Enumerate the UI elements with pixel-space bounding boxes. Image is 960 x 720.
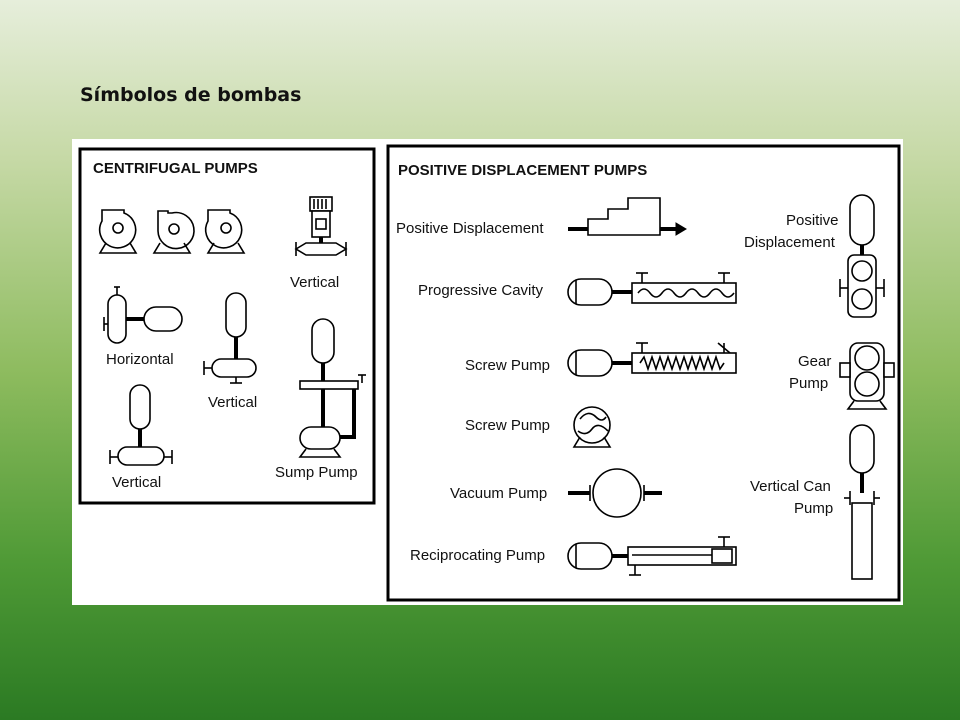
centrifugal-volute-icon-3 bbox=[204, 209, 246, 254]
pd-panel: POSITIVE DISPLACEMENT PUMPS Positive Dis… bbox=[386, 144, 901, 602]
reciprocating-pump-icon bbox=[567, 536, 737, 576]
label-gear-line1: Gear bbox=[798, 353, 831, 370]
label-horizontal: Horizontal bbox=[106, 351, 174, 368]
screw-pump-icon-1 bbox=[567, 342, 737, 377]
label-vcan-line2: Pump bbox=[794, 500, 833, 517]
label-vertical-bottom: Vertical bbox=[112, 474, 161, 491]
pump-symbols-figure: CENTRIFUGAL PUMPS Vertica bbox=[72, 139, 903, 605]
progressive-cavity-icon bbox=[567, 272, 737, 306]
label-positive-displacement: Positive Displacement bbox=[396, 220, 544, 237]
slide-title: Símbolos de bombas bbox=[80, 84, 302, 106]
label-gear-line2: Pump bbox=[789, 375, 828, 392]
label-progressive-cavity: Progressive Cavity bbox=[418, 282, 544, 299]
screw-pump-icon-2 bbox=[572, 406, 612, 448]
label-vacuum-pump: Vacuum Pump bbox=[450, 485, 547, 502]
centrifugal-volute-icon-2 bbox=[152, 210, 195, 254]
label-screw-pump-1: Screw Pump bbox=[465, 357, 550, 374]
label-reciprocating-pump: Reciprocating Pump bbox=[410, 547, 545, 564]
centrifugal-header: CENTRIFUGAL PUMPS bbox=[93, 160, 258, 177]
centrifugal-vertical-inline-icon bbox=[294, 196, 348, 256]
label-screw-pump-2: Screw Pump bbox=[465, 417, 550, 434]
centrifugal-panel: CENTRIFUGAL PUMPS Vertica bbox=[78, 147, 376, 505]
centrifugal-volute-icon-1 bbox=[98, 209, 138, 254]
pd-header: POSITIVE DISPLACEMENT PUMPS bbox=[398, 162, 647, 179]
centrifugal-vertical-bottom-icon bbox=[109, 384, 173, 466]
pd-vertical-icon bbox=[839, 194, 885, 318]
vacuum-pump-icon bbox=[568, 468, 662, 518]
label-vertical-inline: Vertical bbox=[290, 274, 339, 291]
label-vcan-line1: Vertical Can bbox=[750, 478, 831, 495]
label-pd-right-line2: Displacement bbox=[744, 234, 836, 251]
centrifugal-sump-pump-icon bbox=[298, 318, 366, 458]
pd-staircase-icon bbox=[568, 197, 687, 236]
centrifugal-vertical-mid-icon bbox=[203, 292, 257, 384]
label-pd-right-line1: Positive bbox=[786, 212, 839, 229]
centrifugal-horizontal-icon bbox=[103, 286, 183, 344]
vertical-can-pump-icon bbox=[844, 424, 880, 580]
label-vertical-mid: Vertical bbox=[208, 394, 257, 411]
gear-pump-icon bbox=[839, 342, 895, 410]
label-sump-pump: Sump Pump bbox=[275, 464, 358, 481]
